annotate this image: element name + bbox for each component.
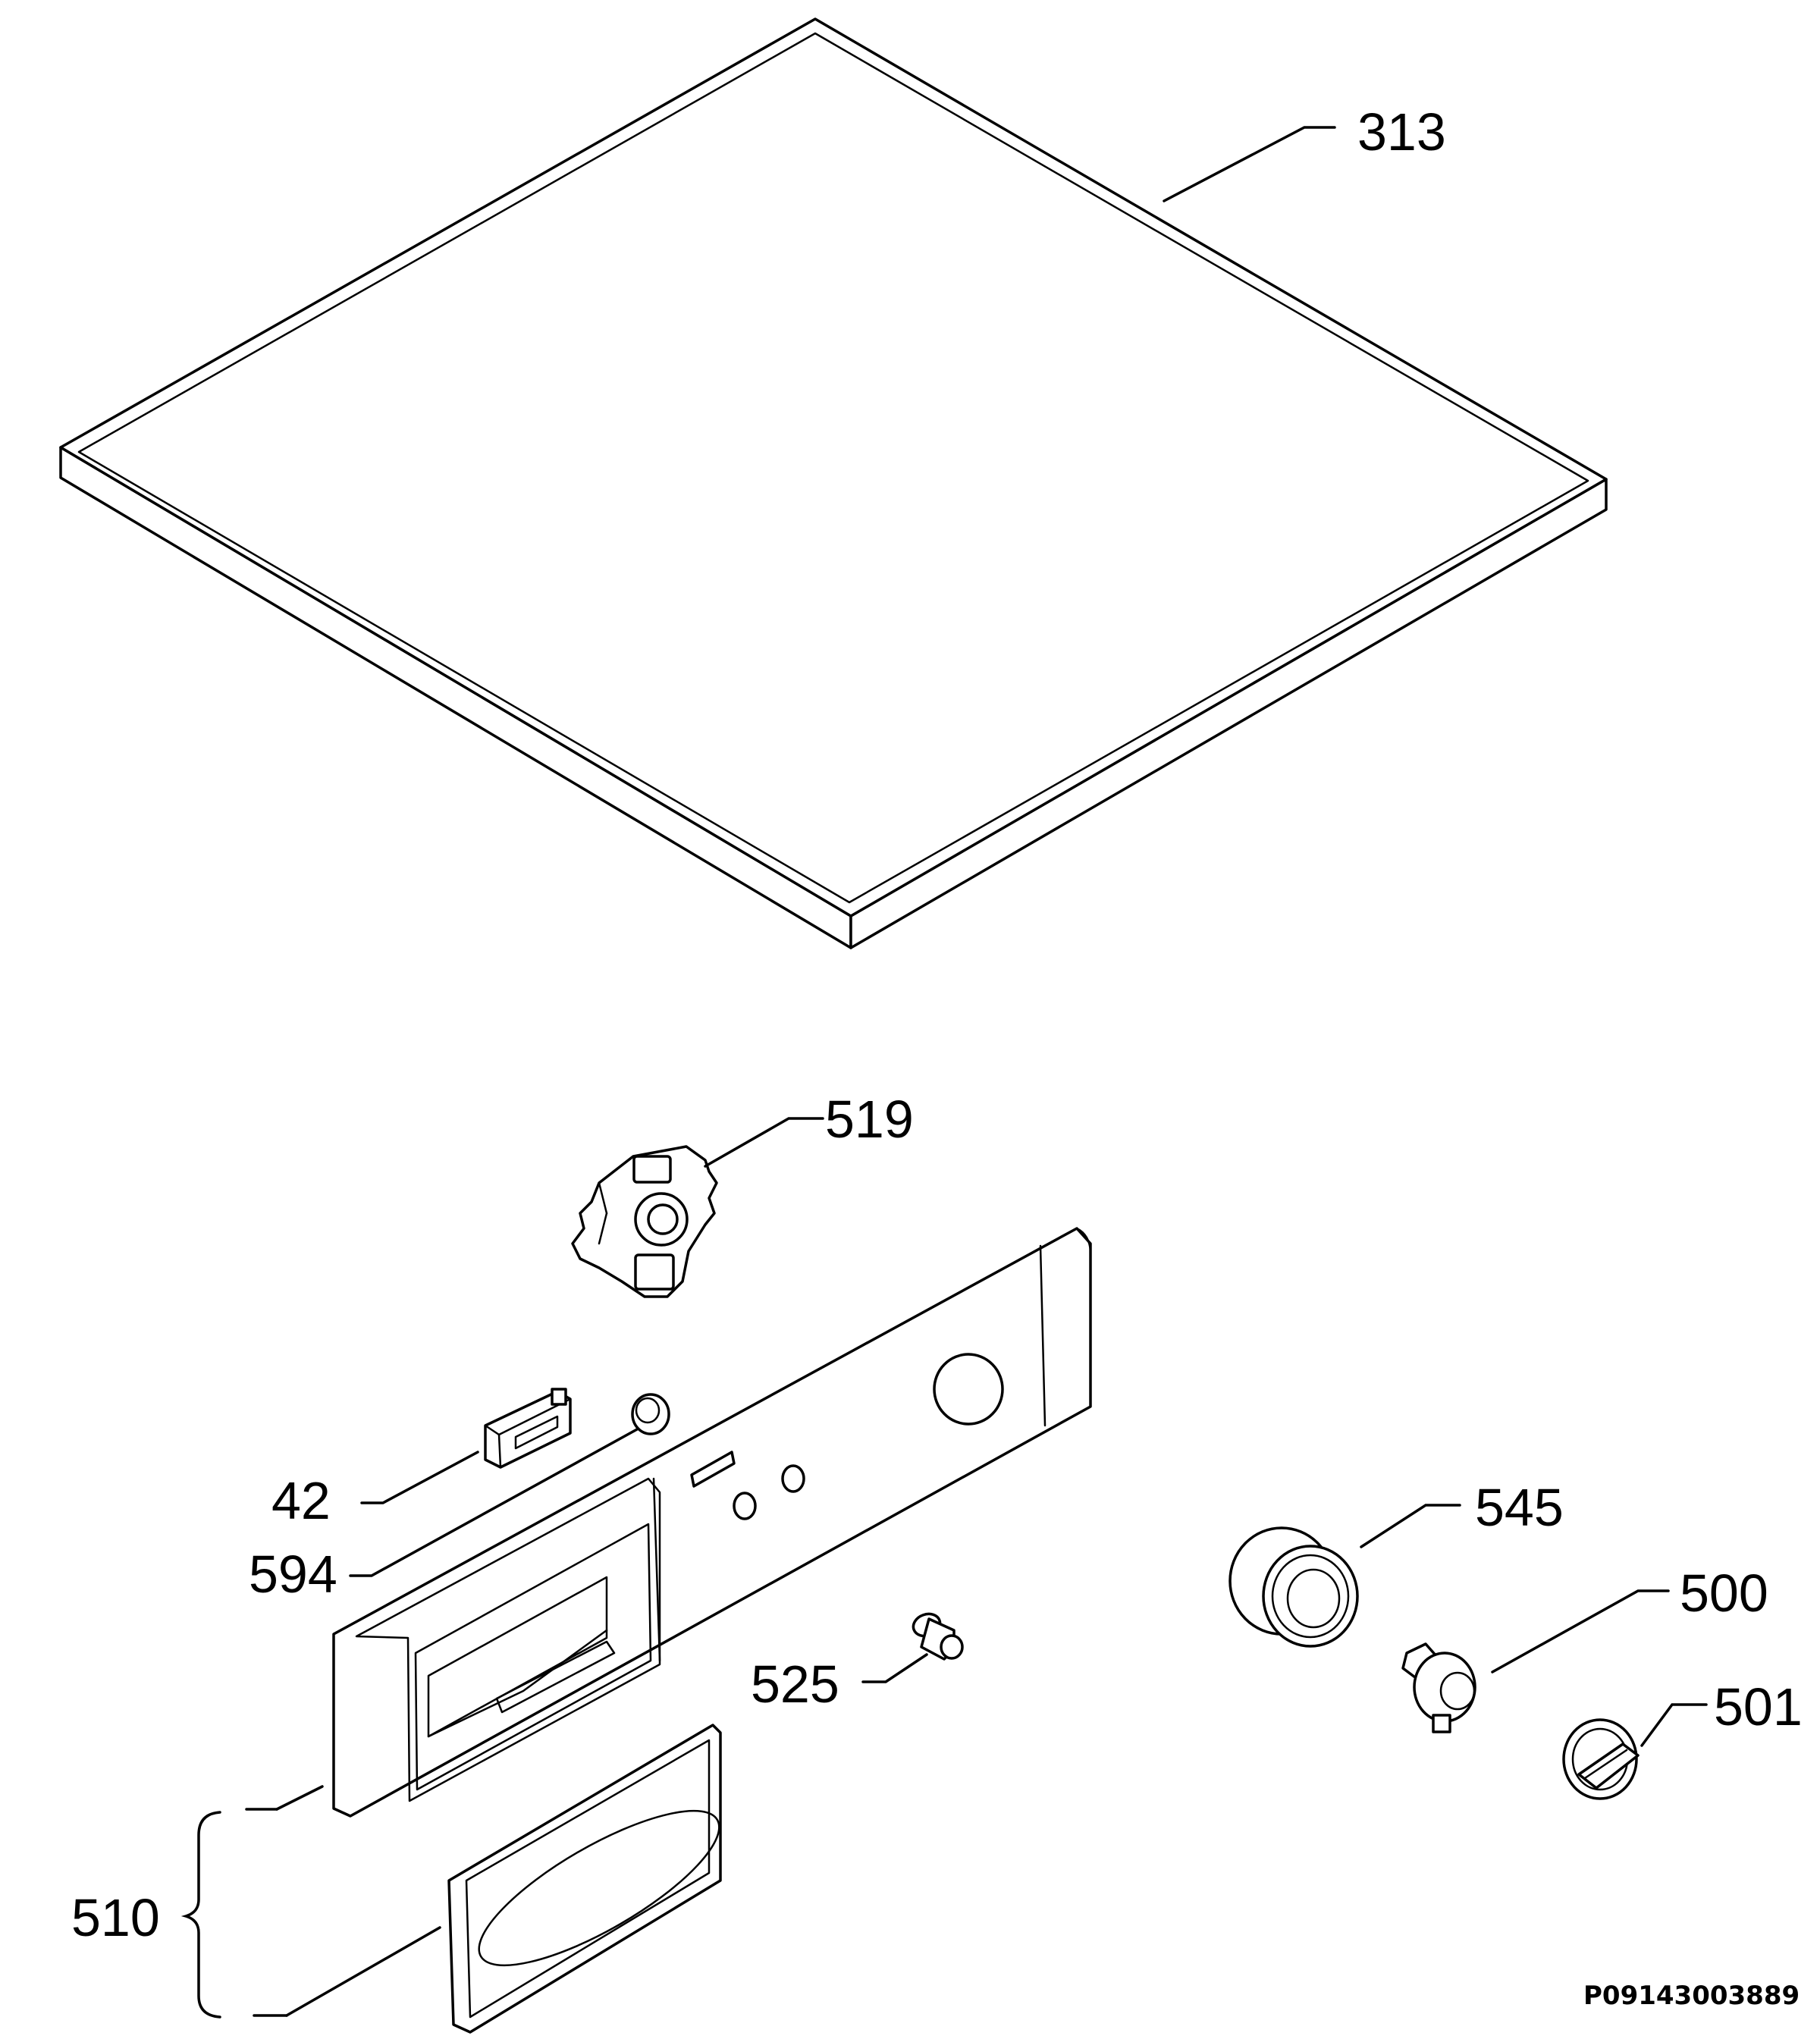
part-313-top-cover: [59, 17, 1608, 949]
callout-501: 501: [1640, 1677, 1803, 1747]
callout-313-label: 313: [1357, 102, 1446, 162]
callout-42: 42: [271, 1451, 479, 1530]
part-500-selector-spindle: [1401, 1642, 1476, 1733]
callout-510: 510: [71, 1785, 441, 2019]
callout-519: 519: [704, 1090, 914, 1168]
callout-500: 500: [1491, 1564, 1768, 1674]
part-519-selector-bracket: [571, 1145, 718, 1298]
callout-313: 313: [1163, 102, 1446, 202]
callout-594: 594: [249, 1428, 639, 1604]
callout-501-label: 501: [1714, 1677, 1803, 1736]
callout-525: 525: [751, 1653, 928, 1714]
part-525-button-pin: [912, 1612, 964, 1661]
part-510-control-panel: [332, 1227, 1092, 1818]
callout-519-label: 519: [825, 1090, 914, 1149]
callout-510-label: 510: [71, 1888, 160, 1947]
callout-525-label: 525: [751, 1655, 839, 1714]
callout-42-label: 42: [271, 1471, 331, 1530]
callout-500-label: 500: [1680, 1564, 1768, 1623]
part-501-knob: [1562, 1718, 1640, 1800]
part-510-drawer-front: [447, 1724, 722, 2034]
part-42-switch: [484, 1388, 572, 1469]
drawing-code: P09143003889: [1583, 1981, 1800, 2011]
callout-545-label: 545: [1475, 1478, 1564, 1537]
part-545-knob-ring: [1228, 1526, 1359, 1648]
part-594-indicator-lens: [631, 1393, 670, 1435]
callout-545: 545: [1360, 1478, 1564, 1548]
callout-594-label: 594: [249, 1545, 337, 1604]
